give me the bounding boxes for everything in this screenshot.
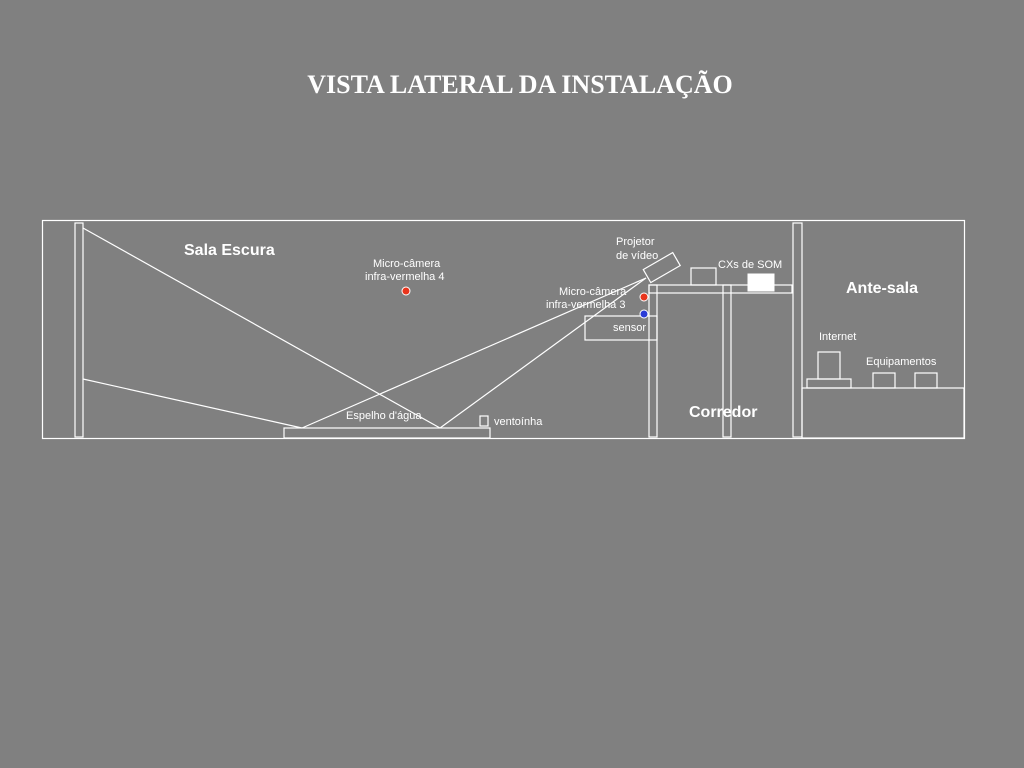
computer-base — [806, 378, 852, 389]
camera4-dot — [401, 286, 411, 296]
corridor-pillar — [722, 284, 732, 438]
sensor-box — [584, 315, 658, 341]
beam-line — [82, 227, 441, 429]
projector-box — [642, 251, 682, 284]
water-mirror — [283, 427, 491, 439]
ante-sala-table — [801, 387, 965, 439]
camera4-label-line2: infra-vermelha 4 — [365, 271, 444, 283]
page-title: VISTA LATERAL DA INSTALAÇÃO — [307, 70, 733, 99]
equipment-box-2 — [914, 372, 938, 389]
camera3-label-line1: Micro-câmera — [559, 286, 627, 298]
equipment-label: Equipamentos — [866, 356, 937, 368]
equipment-box-1 — [872, 372, 896, 389]
sensor-dot — [639, 309, 649, 319]
speakers-label: CXs de SOM — [718, 259, 782, 271]
projector-label-line2: de vídeo — [616, 250, 658, 262]
beam-line — [82, 378, 303, 429]
computer-monitor — [817, 351, 841, 380]
room-label-sala-escura: Sala Escura — [184, 242, 275, 259]
left-wall-screen — [74, 222, 84, 438]
camera3-label-line2: infra-vermelha 3 — [546, 299, 625, 311]
sensor-label: sensor — [613, 322, 646, 334]
beam-line — [301, 277, 647, 429]
speaker-small — [690, 267, 717, 286]
partition-wall — [792, 222, 803, 438]
camera3-dot — [639, 292, 649, 302]
building-outline — [41, 219, 966, 440]
water-mirror-label: Espelho d'água — [346, 410, 422, 422]
corridor-wall-left — [648, 284, 658, 438]
light-beams — [82, 227, 647, 429]
speaker-large — [747, 273, 775, 292]
beam-line — [439, 277, 647, 429]
fan-box — [479, 415, 489, 427]
internet-label: Internet — [819, 331, 856, 343]
fan-label: ventoínha — [494, 416, 543, 428]
camera4-label-line1: Micro-câmera — [373, 258, 441, 270]
projector-label-line1: Projetor — [616, 236, 655, 248]
room-label-ante-sala: Ante-sala — [846, 280, 918, 297]
